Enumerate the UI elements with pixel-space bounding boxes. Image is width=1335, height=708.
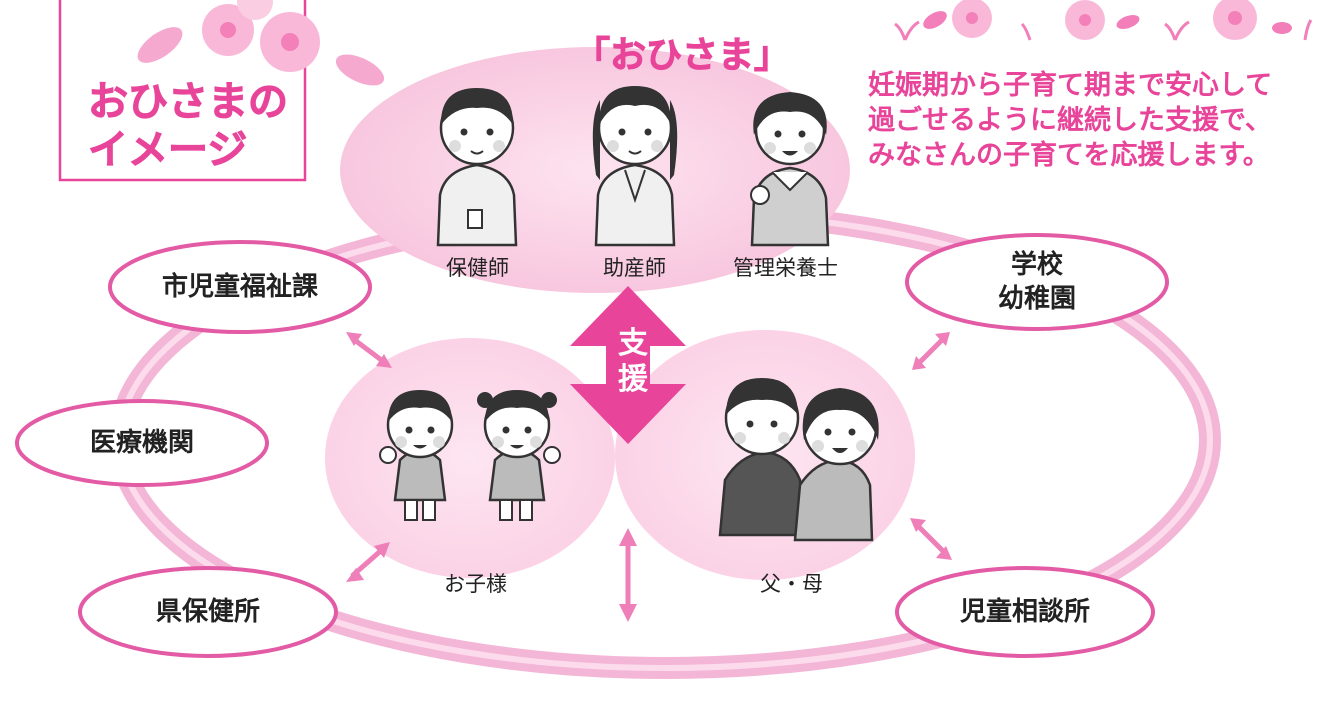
mother-illustration <box>793 388 879 542</box>
node-city-welfare: 市児童福祉課 <box>161 272 318 302</box>
node-prefecture-health-ellipse <box>78 566 338 658</box>
label-children: お子様 <box>444 572 507 596</box>
node-child-consult-ellipse <box>895 566 1155 658</box>
public-health-nurse-illustration <box>436 88 518 247</box>
father-illustration <box>718 378 807 537</box>
flower-decoration-left <box>137 0 385 86</box>
title-line-1: おひさまの <box>88 79 289 126</box>
node-medical-ellipse <box>15 399 269 487</box>
node-prefecture-health: 県保健所 <box>155 597 260 627</box>
node-city-welfare-ellipse <box>108 240 372 334</box>
double-arrows <box>346 332 952 622</box>
node-school-ellipse <box>905 233 1169 331</box>
node-child-consult: 児童相談所 <box>959 597 1090 627</box>
message-line-3: みなさんの子育てを応援します。 <box>868 140 1270 171</box>
dietitian-illustration <box>750 92 830 247</box>
message-line-2: 過ごせるように継続した支援で、 <box>868 105 1272 136</box>
message-line-1: 妊娠期から子育て期まで安心して <box>868 70 1273 101</box>
title-line-2: イメージ <box>88 127 248 174</box>
node-school-line-2: 幼稚園 <box>997 284 1076 314</box>
support-message: 妊娠期から子育て期まで安心して 過ごせるように継続した支援で、 みなさんの子育て… <box>868 68 1272 173</box>
node-school: 学校 幼稚園 <box>907 248 1167 316</box>
group-title: 「おひさま」 <box>573 35 791 77</box>
flower-decoration-right <box>894 0 1313 41</box>
midwife-illustration <box>592 86 678 247</box>
support-arrow <box>570 286 686 444</box>
support-char-2: 援 <box>618 362 648 397</box>
boy-illustration <box>379 390 454 521</box>
support-char-1: 支 <box>618 326 648 361</box>
girl-illustration <box>477 390 561 521</box>
role-public-health-nurse: 保健師 <box>446 256 509 280</box>
node-medical: 医療機関 <box>89 428 194 458</box>
role-dietitian: 管理栄養士 <box>733 256 838 280</box>
label-parents: 父・母 <box>760 572 823 596</box>
children-bubble <box>325 338 615 578</box>
node-school-line-1: 学校 <box>1010 250 1063 280</box>
title-box-text: おひさまの イメージ <box>88 78 289 174</box>
role-midwife: 助産師 <box>603 256 666 280</box>
